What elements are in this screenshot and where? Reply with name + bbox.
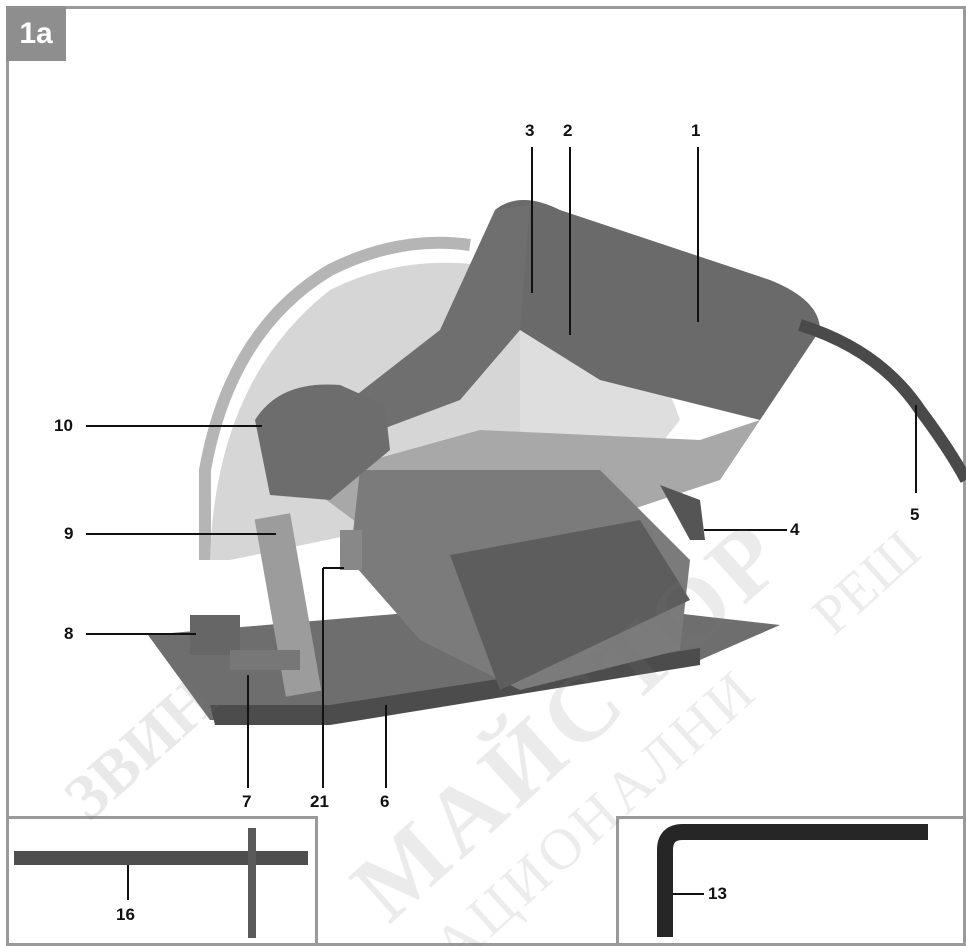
callout-10: 10 — [54, 416, 73, 435]
guide-knob — [190, 615, 240, 655]
callout-7: 7 — [242, 792, 252, 811]
auxiliary-handle — [255, 384, 390, 500]
handle-front — [350, 205, 530, 430]
blade-guard-rim — [199, 236, 471, 560]
depth-lever — [660, 485, 705, 540]
callout-2: 2 — [563, 121, 573, 140]
callout-1: 1 — [691, 121, 701, 140]
callout-16: 16 — [116, 905, 135, 924]
callout-9: 9 — [64, 524, 74, 543]
callout-6: 6 — [380, 792, 390, 811]
bevel-scale — [254, 513, 322, 697]
motor-vents — [450, 520, 690, 690]
guide-fence — [248, 828, 256, 938]
inset-frame-key — [616, 816, 966, 946]
guide-bar — [14, 851, 308, 865]
power-cord — [798, 319, 966, 483]
callout-21: 21 — [310, 792, 329, 811]
main-handle-grip — [495, 200, 820, 420]
callout-13: 13 — [708, 884, 727, 903]
spindle-lock — [340, 530, 362, 570]
inset-frame-guide — [6, 816, 318, 946]
callout-5: 5 — [910, 505, 920, 524]
callout-3: 3 — [525, 121, 535, 140]
allen-key — [657, 824, 928, 937]
bevel-lever — [230, 650, 300, 670]
callout-8: 8 — [64, 624, 74, 643]
figure-id-badge: 1a — [6, 6, 66, 61]
callout-4: 4 — [790, 520, 800, 539]
